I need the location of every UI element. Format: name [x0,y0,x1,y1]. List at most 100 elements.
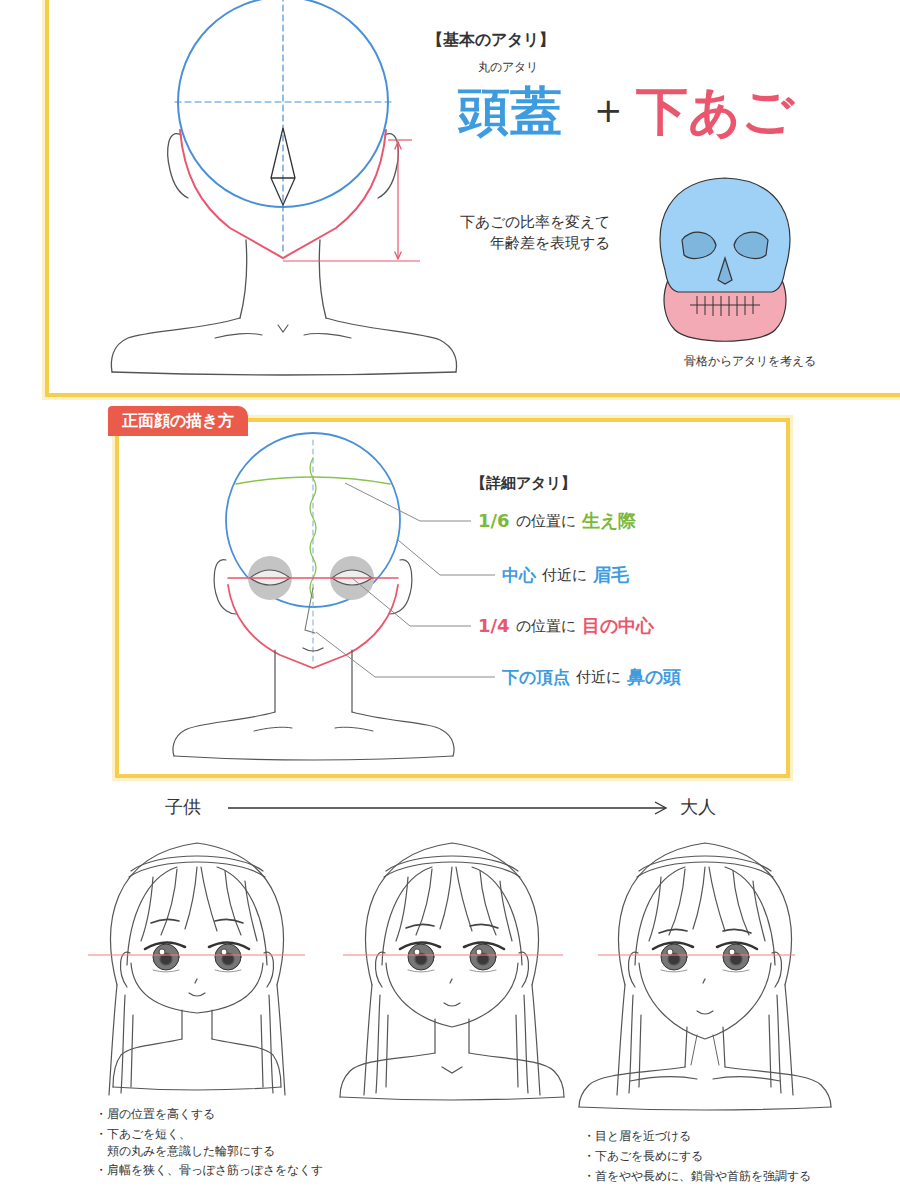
age-arrow [228,802,666,814]
detail-guide-face [390,560,412,614]
detail-guide-face [303,648,323,651]
detail-guide-face [226,433,400,607]
panel-heading: 【基本のアタリ】 [427,30,555,49]
basic-guide-face [240,240,247,318]
adult-face [639,963,771,1039]
skull-figure [734,232,768,258]
eye-level-line [598,954,795,955]
guide-ratio: 1/4 [478,615,510,637]
adult-face [685,1027,725,1067]
adult-face [630,1077,780,1081]
teen-face [340,843,564,1100]
eye-level-line [343,954,563,955]
adult-face [617,843,793,1095]
skull-figure [682,232,716,258]
child-face [145,942,249,972]
child-face [182,1010,212,1039]
skull-figure [690,296,760,316]
detail-guide-face [228,585,398,668]
age-label: 子供 [165,796,201,818]
child-face [131,963,263,1013]
basic-guide-face [282,0,283,255]
age-label: 大人 [680,796,716,818]
teen-face [406,924,498,928]
skull-figure [660,178,790,292]
teen-face [435,1019,469,1053]
basic-guide-face [215,325,351,338]
eye-level-line [88,954,305,955]
guide-text: の位置に [516,512,576,530]
eye-level-line [88,954,795,955]
figure-caption: 骨格からアタリを考える [684,354,816,368]
child-face [212,1039,281,1087]
guide-text: 付近に [542,566,587,584]
age-arrow [655,802,666,814]
guide-text: 付近に [576,668,621,686]
detail-guide-face [174,756,453,760]
basic-guide-panel: 【基本のアタリ】 [45,0,900,397]
leader-line [316,483,495,677]
detail-guide-face [275,650,352,712]
leader-line [398,540,495,575]
guide-ratio: 下の頂点 [502,667,570,687]
adult-face [691,1035,719,1065]
detail-guide-face [312,440,313,665]
annotation-note: 下あごの比率を変えて 年齢差を表現する [428,212,610,254]
detail-guide-face [254,727,373,731]
teen-face [340,1053,435,1097]
basic-guide-face [168,134,188,198]
skull-figure [660,178,790,341]
child-face [109,843,285,1095]
tip-note: ・下あごを短く、 頬の丸みを意識した輪郭にする [95,1126,357,1160]
child-face [113,1087,281,1090]
leader-line [345,483,471,521]
adult-face [659,929,751,933]
sub-heading: 丸のアタリ [478,60,538,74]
adult-face [579,1107,831,1110]
guide-part: 目の中心 [582,615,654,637]
teen-face [469,1053,564,1097]
tip-note: ・下あごを長めにする [583,1148,845,1165]
term-skull: 頭蓋 [458,80,562,142]
teen-face [442,1067,462,1073]
guide-ratio: 1/6 [478,510,510,532]
teen-face [340,1097,564,1100]
basic-guide-face [180,130,386,258]
jaw-ratio-bracket [283,260,420,261]
basic-guide-face [319,240,326,318]
basic-guide-face [175,101,392,102]
basic-guide-face [271,128,295,205]
plus-sign: + [594,90,623,131]
jaw-ratio-bracket [388,139,412,140]
section-tab: 正面顔の描き方 [108,406,248,436]
detail-guide-face [173,712,275,756]
detail-guide-face [305,588,315,633]
guide-part: 鼻の頭 [627,666,681,688]
guide-part: 生え際 [582,510,636,532]
child-face [109,843,285,1095]
jaw-ratio-bracket [397,142,398,259]
teen-face [386,963,518,1027]
adult-face [697,1011,713,1014]
detail-guide-face [310,458,316,598]
basic-guide-face [326,318,457,372]
child-face [151,919,243,923]
age-arrow [228,807,665,808]
basic-guide-face [111,318,240,372]
basic-guide-face [111,0,456,375]
child-face [189,993,205,996]
detail-guide-face [173,433,454,760]
detail-guide-face [214,560,236,614]
tab-title: 正面顔の描き方 [122,411,234,430]
leader-line [316,632,495,677]
detail-guide-face [228,577,398,579]
adult-face [725,1067,831,1107]
leader-line [352,578,471,626]
child-face [113,1039,182,1087]
tip-note: ・目と眉を近づける [583,1128,845,1145]
panel-heading: 【詳細アタリ】 [471,474,576,492]
detail-guide-face [352,712,454,756]
basic-guide-face [378,134,398,198]
